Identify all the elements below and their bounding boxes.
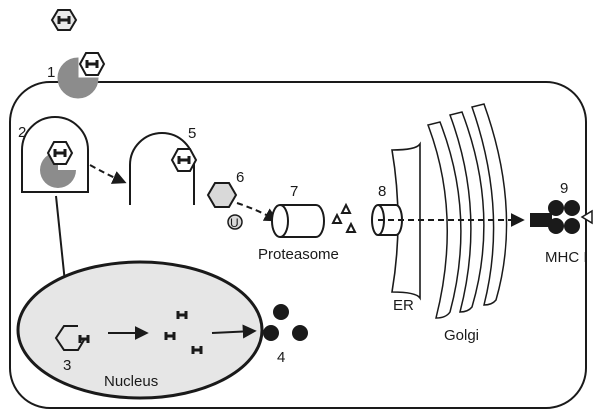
proteasome-cylinder — [271, 204, 325, 238]
step-6-label: 6 — [236, 169, 244, 186]
er-label: ER — [393, 297, 414, 314]
arrow-2-to-5 — [89, 164, 127, 184]
step-5-label: 5 — [188, 125, 196, 142]
nuclear-peptides — [164, 311, 203, 354]
bound-antigen-receptor — [57, 52, 106, 99]
ubiquitinated-antigen: U — [206, 182, 243, 230]
step-8-label: 8 — [378, 183, 386, 200]
er-channel — [371, 204, 403, 236]
arrow-nucleus-to-4 — [211, 324, 257, 339]
proteasome-label: Proteasome — [258, 246, 339, 263]
step-7-label: 7 — [290, 183, 298, 200]
cytosolic-compartment — [129, 132, 198, 205]
peptide-fragments — [331, 202, 357, 233]
step-3-label: 3 — [63, 357, 71, 374]
free-antigen — [50, 9, 78, 31]
golgi-label: Golgi — [444, 327, 479, 344]
ubiquitin-label: U — [230, 216, 239, 230]
cell-membrane — [9, 81, 587, 409]
golgi — [427, 103, 508, 319]
step-9-label: 9 — [560, 180, 568, 197]
nuclear-antigen — [54, 325, 90, 351]
mhc-class-i-molecule — [530, 200, 593, 234]
endosome — [21, 116, 89, 193]
step-2-label: 2 — [18, 124, 26, 141]
mhc-label: MHC I — [545, 249, 588, 266]
degraded-products — [263, 304, 308, 341]
step-4-label: 4 — [277, 349, 285, 366]
arrow-6-to-7 — [236, 202, 279, 222]
nucleus-label: Nucleus — [104, 373, 158, 390]
step-1-label: 1 — [47, 64, 55, 81]
